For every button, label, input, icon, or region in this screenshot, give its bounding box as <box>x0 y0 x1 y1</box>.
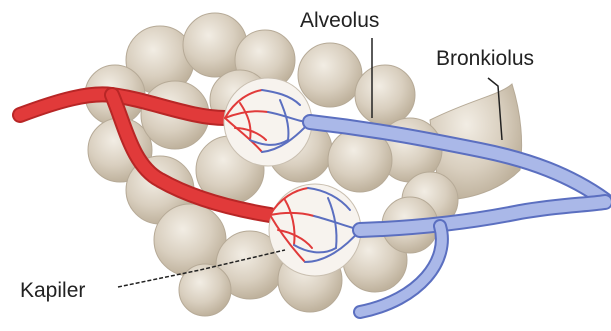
kapiler-label: Kapiler <box>20 280 85 301</box>
bronkiolus-label: Bronkiolus <box>436 48 534 69</box>
capillary-bed-upper <box>224 78 312 166</box>
alveolus-label: Alveolus <box>300 10 379 31</box>
capillary-bed-lower <box>269 184 361 276</box>
